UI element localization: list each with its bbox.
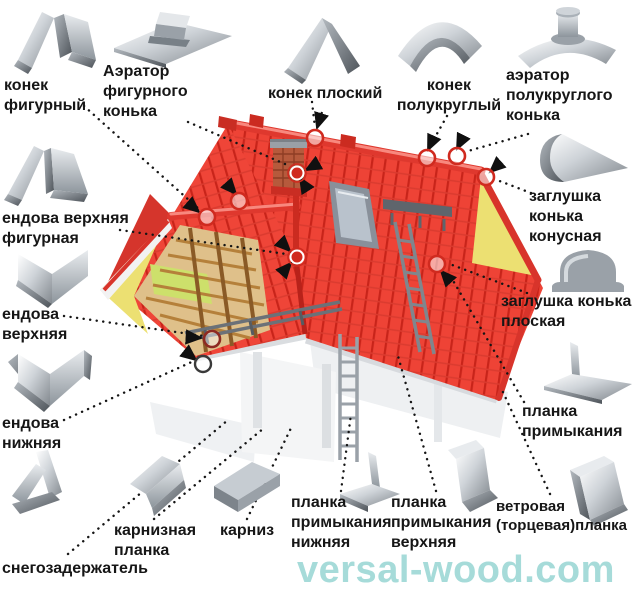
endova-verkhnyaya-icon (8, 244, 96, 308)
roof-window (329, 181, 379, 249)
roof-right-gable (472, 170, 542, 401)
konek-polukruglyj-icon (394, 2, 490, 78)
label-konek-ploskiy: конек плоский (268, 85, 383, 102)
karniznaya-planka-icon (124, 450, 188, 528)
leader-lines (62, 100, 552, 556)
planka-primykaniya-icon (540, 338, 636, 404)
label-zaglushka-konka-konusnaya: заглушка конька конусная (529, 188, 602, 245)
label-planka-primykaniya-verkhnyaya: планка примыкания верхняя (391, 494, 492, 551)
aerator-figurnogo-konka-icon (112, 6, 234, 68)
label-zaglushka-konka-ploskaya: заглушка конька плоская (501, 293, 632, 330)
label-vetrovaya-planka: ветровая (торцевая)планка (496, 498, 627, 534)
endova-verkhnyaya-figurnaya-icon (4, 138, 96, 214)
aerator-polukruglogo-konka-icon (516, 6, 622, 70)
watermark-text: versal-wood.com (297, 549, 615, 591)
planka-primykaniya-nizhnyaya-icon (334, 448, 406, 522)
label-endova-verkhnyaya: ендова верхняя (2, 306, 68, 343)
roof-walkway-and-ladder (383, 199, 452, 355)
house-walls (150, 332, 508, 462)
label-planka-primykaniya: планка примыкания (522, 403, 623, 440)
zaglushka-konka-ploskaya-icon (546, 244, 630, 296)
label-karniz: карниз (220, 522, 275, 539)
point-markers (193, 128, 496, 374)
chimney (270, 139, 307, 197)
endova-nizhnyaya-icon (6, 340, 92, 412)
zaglushka-konka-konusnaya-icon (532, 128, 634, 190)
vetrovaya-planka-icon (554, 450, 634, 528)
konek-figurny-icon (14, 4, 100, 78)
label-planka-primykaniya-nizhnyaya: планка примыкания нижняя (291, 494, 392, 551)
label-endova-nizhnyaya: ендова нижняя (2, 415, 62, 452)
karniz-icon (210, 456, 284, 526)
label-endova-verkhnyaya-figurnaya: ендова верхняя фигурная (2, 210, 129, 247)
snegozaderzhatel-icon (6, 448, 80, 528)
access-ladder (338, 334, 359, 462)
label-aerator-figurnogo-konka: Аэратор фигурного конька (103, 63, 188, 120)
label-konek-polukruglyj: конек полукруглый (396, 77, 502, 114)
label-karniznaya-planka: карнизная планка (114, 522, 197, 559)
konek-ploskiy-icon (280, 10, 372, 86)
label-aerator-polukruglogo-konka: аэратор полукруглого конька (506, 67, 613, 124)
pointer-arrows (179, 111, 507, 362)
snow-guard-tubes (184, 300, 343, 345)
label-snegozaderzhatel: снегозадержатель (2, 560, 148, 577)
label-konek-figurny: конек фигурный (4, 77, 87, 114)
planka-primykaniya-verkhnyaya-icon (428, 436, 506, 524)
